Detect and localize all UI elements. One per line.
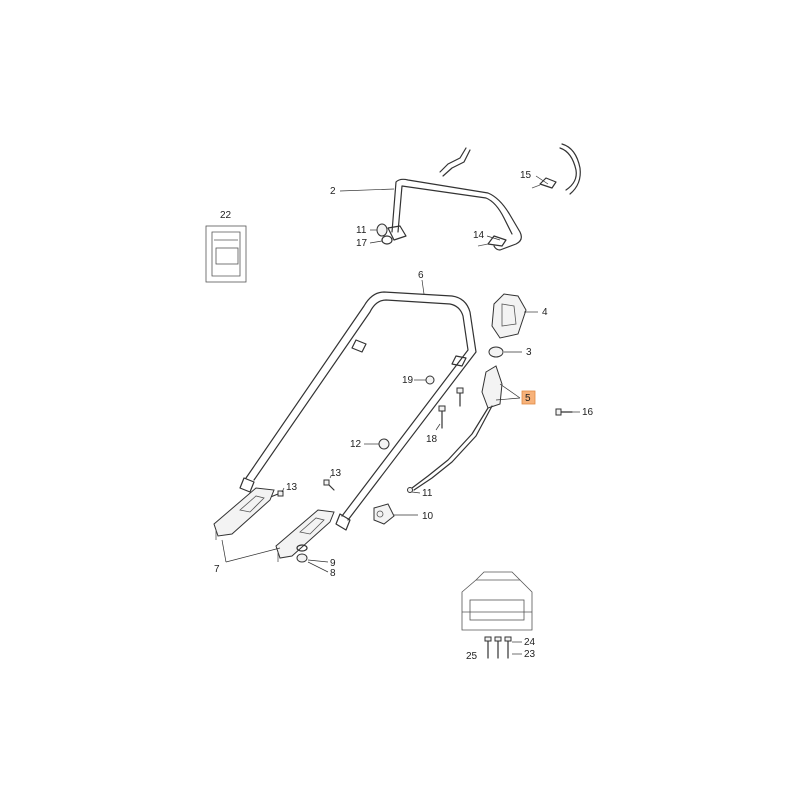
- part-15-cable[interactable]: [531, 143, 581, 195]
- callout-5[interactable]: 5: [525, 393, 531, 404]
- callout-11-upper[interactable]: 11: [356, 225, 367, 236]
- callout-10[interactable]: 10: [422, 511, 434, 522]
- part-7-bracket-left[interactable]: [213, 487, 275, 540]
- part-9-washer[interactable]: [296, 544, 308, 552]
- part-5-control-lever[interactable]: [411, 365, 503, 491]
- leader-5b: [495, 397, 521, 401]
- cable-top-left: [439, 147, 471, 177]
- callout-16[interactable]: 16: [582, 407, 594, 418]
- callout-5-highlight: [521, 390, 536, 405]
- part-11-knob-upper[interactable]: [376, 223, 388, 237]
- callout-19[interactable]: 19: [402, 375, 414, 386]
- part-22-decal[interactable]: [205, 225, 247, 283]
- callout-24[interactable]: 24: [524, 637, 536, 648]
- callout-2[interactable]: 2: [330, 186, 336, 197]
- leader-7b: [225, 547, 281, 563]
- part-23-24-bolts[interactable]: [484, 636, 512, 659]
- callout-13-right[interactable]: 13: [330, 468, 342, 479]
- callout-17[interactable]: 17: [356, 238, 368, 249]
- leader-14: [486, 235, 501, 241]
- callout-13-left[interactable]: 13: [286, 482, 298, 493]
- callout-12[interactable]: 12: [350, 439, 362, 450]
- callout-22[interactable]: 22: [220, 210, 232, 221]
- part-16-screw[interactable]: [555, 408, 573, 416]
- leader-11-lower: [411, 491, 421, 494]
- part-19-nut[interactable]: [425, 375, 435, 385]
- part-12-nut[interactable]: [378, 438, 390, 450]
- leader-13-right: [329, 475, 332, 479]
- callout-4[interactable]: 4: [542, 307, 548, 318]
- part-4-control-housing[interactable]: [491, 293, 527, 339]
- leader-5a: [499, 383, 521, 399]
- callout-6[interactable]: 6: [418, 270, 424, 281]
- callout-8[interactable]: 8: [330, 568, 336, 579]
- part-11-cable-end[interactable]: [407, 487, 413, 493]
- leader-9: [307, 559, 329, 563]
- leader-7a: [221, 539, 227, 563]
- leader-2: [339, 188, 395, 192]
- callout-7[interactable]: 7: [214, 564, 220, 575]
- leader-17: [369, 240, 383, 244]
- leader-13-left: [281, 487, 285, 493]
- part-18-bolt[interactable]: [438, 387, 464, 429]
- part-3-cap[interactable]: [488, 346, 504, 358]
- callout-14[interactable]: 14: [473, 230, 485, 241]
- part-17-washer[interactable]: [381, 235, 393, 245]
- engine-block: [461, 571, 533, 631]
- part-8-nut[interactable]: [296, 553, 308, 563]
- leader-15: [535, 175, 549, 185]
- part-10-knob[interactable]: [373, 503, 395, 525]
- leader-18: [435, 423, 441, 431]
- callout-11-lower[interactable]: 11: [422, 488, 433, 499]
- part-7-bracket-right[interactable]: [275, 509, 335, 562]
- callout-3[interactable]: 3: [526, 347, 532, 358]
- callout-23[interactable]: 23: [524, 649, 536, 660]
- callout-25[interactable]: 25: [466, 651, 478, 662]
- callout-18[interactable]: 18: [426, 434, 438, 445]
- part-2-bail-handle[interactable]: [387, 178, 522, 251]
- part-13-screw-right[interactable]: [323, 479, 335, 491]
- part-6-lower-handle[interactable]: [239, 291, 477, 531]
- leader-8: [307, 561, 329, 573]
- part-14-cable[interactable]: [477, 235, 507, 247]
- callout-15[interactable]: 15: [520, 170, 532, 181]
- leader-6: [421, 279, 425, 295]
- callout-9[interactable]: 9: [330, 558, 336, 569]
